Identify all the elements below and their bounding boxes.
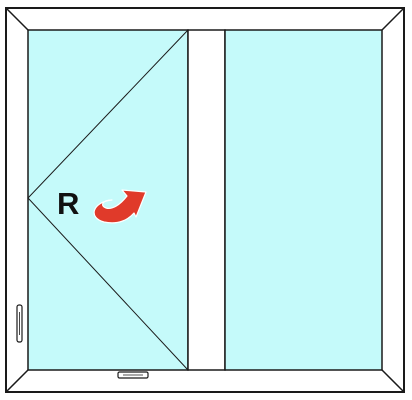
- frame-corner-tr: [381, 7, 405, 31]
- window-handle-icon: [16, 304, 23, 343]
- right-fixed-glass: [224, 29, 383, 371]
- frame-corner-tl: [5, 7, 29, 31]
- rotation-label: R: [57, 186, 80, 221]
- curved-arrow-icon: [93, 189, 147, 224]
- center-mullion: [187, 29, 226, 371]
- frame-corner-br: [381, 369, 405, 393]
- opening-direction-lines: [27, 29, 189, 371]
- sash-lever-icon: [117, 371, 149, 379]
- frame-corner-bl: [5, 369, 29, 393]
